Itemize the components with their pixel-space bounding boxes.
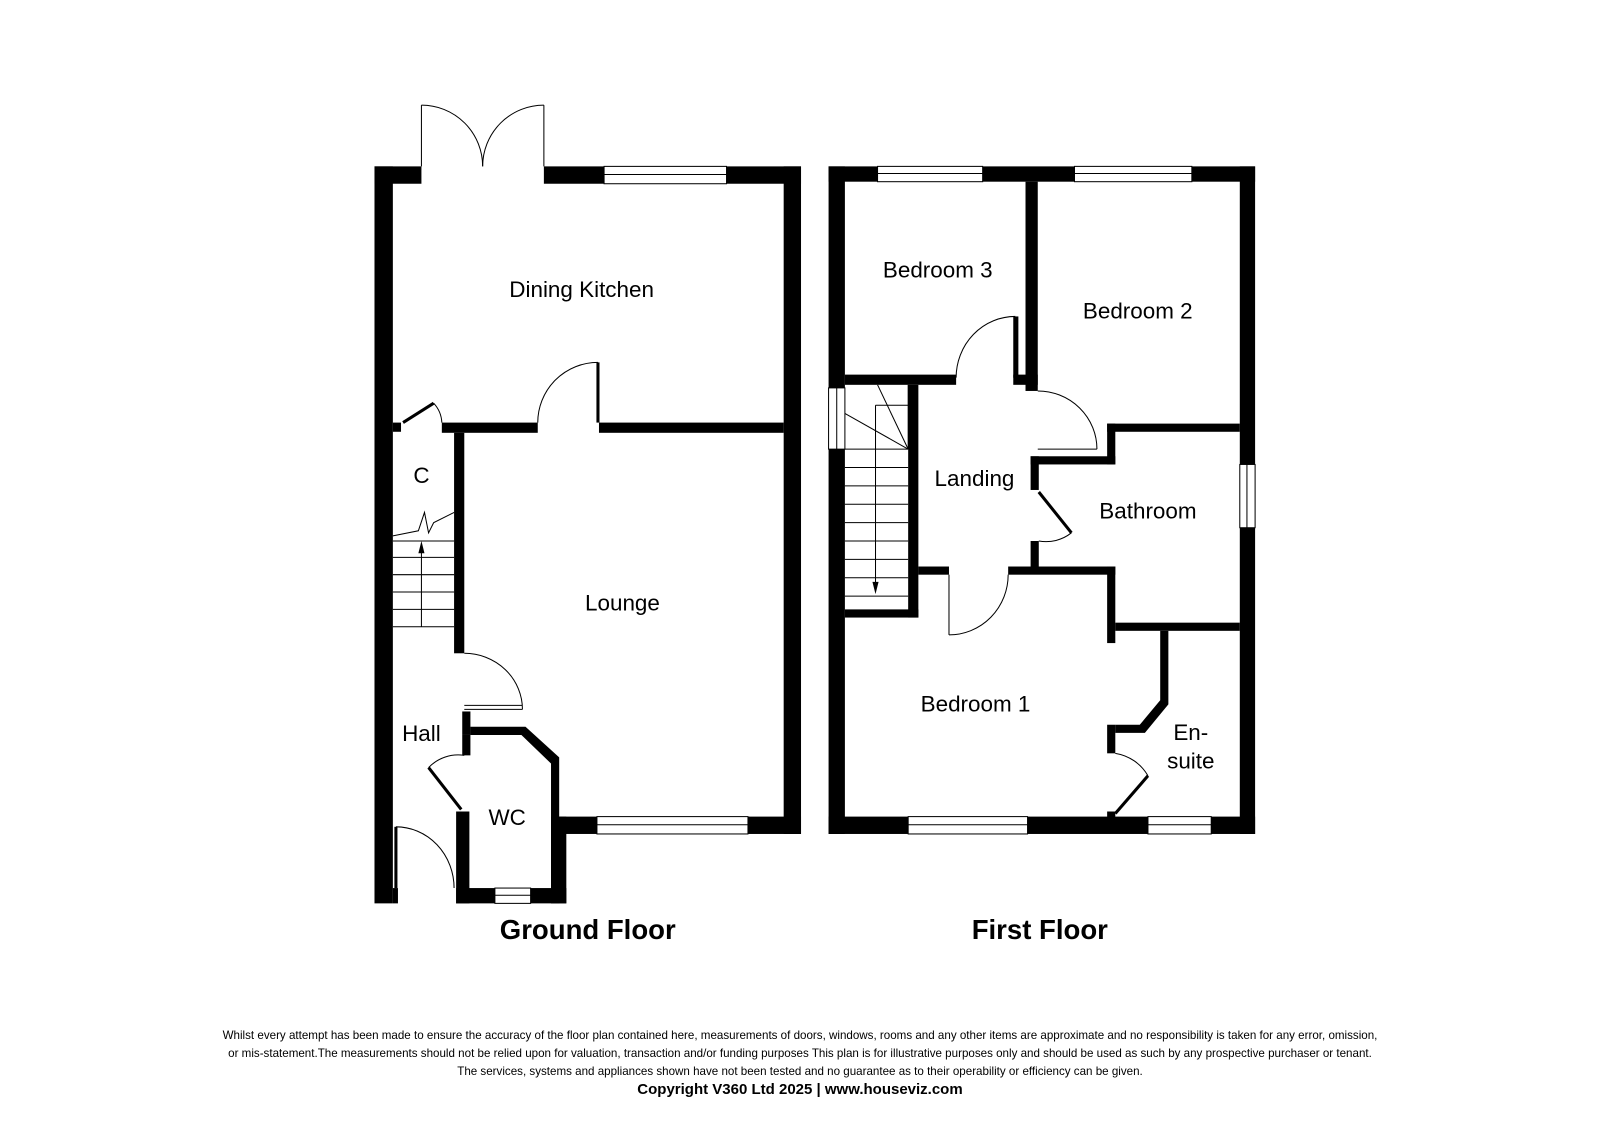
staircase [392,510,455,628]
floor-title-first: First Floor [972,914,1108,945]
wall [392,888,398,904]
wall [982,166,1075,182]
wall [462,734,471,756]
wall [543,166,605,184]
wall [918,566,949,575]
disclaimer-line: or mis-statement.The measurements should… [228,1047,1372,1060]
window [494,887,532,904]
room-label-bathroom: Bathroom [1099,499,1196,524]
wall [726,166,802,184]
arrow-down-icon [872,581,879,595]
room-label-bedroom-3: Bedroom 3 [883,258,993,283]
door [1114,752,1150,815]
wall [1115,630,1169,733]
wall [456,888,495,904]
disclaimer-line: The services, systems and appliances sho… [457,1065,1143,1078]
wall [441,422,538,433]
front-door [394,826,455,889]
room-label-cupboard: C [413,463,429,488]
wall [1025,181,1038,391]
window [1147,816,1212,835]
room-label-landing: Landing [935,466,1015,491]
wall [462,711,471,735]
room-label-dining-kitchen: Dining Kitchen [509,277,654,302]
wall [1030,456,1116,465]
wall [1030,541,1039,572]
wall [1107,566,1116,644]
wall [454,432,465,654]
first-floor-plan: Bedroom 3 Bedroom 2 Landing Bathroom Bed… [828,165,1256,945]
wall [747,816,802,834]
window [907,816,1029,835]
wall [783,166,802,834]
wall [1107,811,1116,820]
window [877,165,984,183]
ground-floor-plan: Dining Kitchen Lounge C Hall WC Ground F… [374,104,802,945]
wall [392,422,402,432]
wall [1107,423,1240,432]
wall [1030,456,1039,490]
cupboard-door [402,401,443,424]
window [1073,165,1193,183]
arrow-up-icon [418,541,425,554]
wall [1115,622,1240,631]
room-label-ensuite: En- [1173,720,1208,745]
wall [844,374,957,385]
disclaimer: Whilst every attempt has been made to en… [0,1027,1600,1081]
wall [828,166,845,388]
wall [374,166,422,184]
window [596,816,749,835]
door [1037,491,1073,543]
room-label-ensuite-2: suite [1167,749,1214,774]
wall [1211,816,1256,834]
wall [828,166,878,182]
wall [844,609,919,618]
wall [559,816,597,834]
room-label-lounge: Lounge [585,590,660,615]
door [1037,390,1098,450]
room-label-bedroom-2: Bedroom 2 [1083,298,1193,323]
wall [1008,566,1116,575]
room-label-bedroom-1: Bedroom 1 [921,691,1031,716]
wall [374,166,393,904]
wall [828,816,909,834]
wall [828,449,845,834]
door [537,361,600,423]
wall [1191,166,1256,182]
door [948,574,1009,636]
wall [551,816,567,904]
staircase [844,384,909,597]
window [603,165,728,185]
window [1239,463,1256,529]
door [464,652,523,710]
room-label-wc: WC [488,805,525,830]
window [828,387,846,450]
floor-title-ground: Ground Floor [500,914,676,945]
wall [1107,423,1116,465]
wall [1239,166,1256,465]
wall [1013,374,1038,385]
door [427,754,465,811]
french-doors [420,104,545,167]
disclaimer-line: Whilst every attempt has been made to en… [222,1029,1378,1042]
copyright: Copyright V360 Ltd 2025 | www.houseviz.c… [637,1081,963,1098]
wall [598,422,784,433]
wall [456,811,470,904]
wall [1027,816,1148,834]
wall [1107,724,1116,754]
wall [1239,527,1256,834]
door [955,315,1019,378]
wall [908,384,919,618]
room-label-hall: Hall [402,721,441,746]
